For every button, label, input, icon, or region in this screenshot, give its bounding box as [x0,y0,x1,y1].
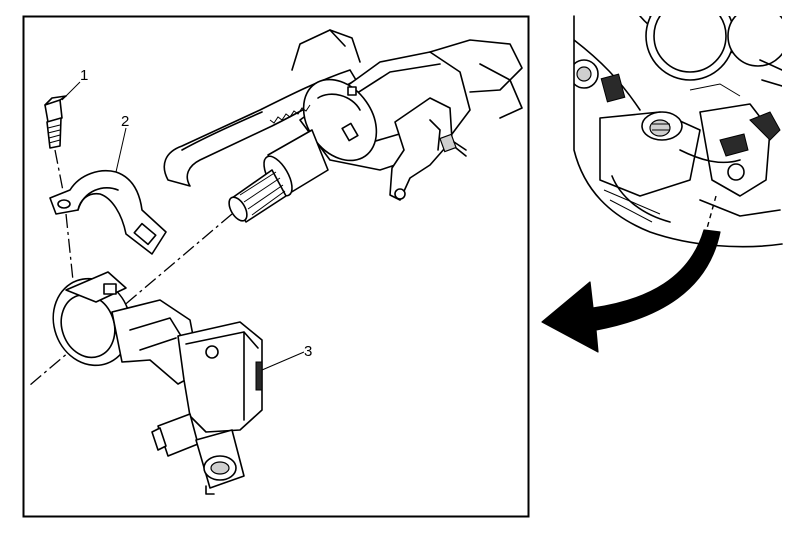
callout-1-leader [61,81,81,101]
main-view: 1 2 3 [29,29,523,495]
alignment-axis-line [29,213,233,386]
ignition-lock-housing [52,271,263,495]
inset-border [573,15,783,248]
steering-column [163,29,523,223]
callout-2-leader [115,127,127,173]
callout-2-label: 2 [121,113,129,130]
clamp-bracket [49,170,167,291]
callout-3-label: 3 [304,343,312,360]
curved-arrow-icon [541,229,721,353]
callout-3-leader [261,351,305,371]
inset-pointer-line [705,195,717,233]
callout-1-label: 1 [80,67,88,84]
location-inset [573,15,783,248]
bolt [44,95,67,197]
